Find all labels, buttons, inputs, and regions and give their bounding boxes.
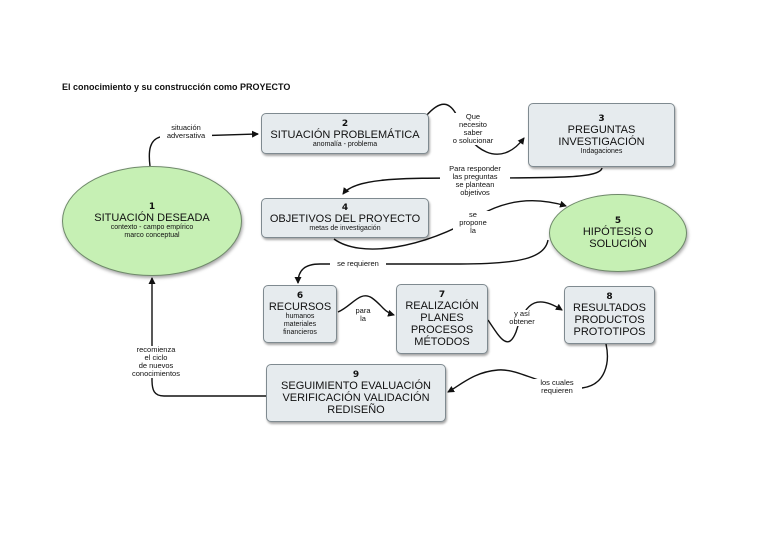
node-9-seguimiento-evaluacion[interactable]: 9 SEGUIMIENTO EVALUACIÓN VERIFICACIÓN VA… [266,364,446,422]
node-title: PRODUCTOS [574,314,645,326]
link-label-se-requieren: se requieren [330,260,386,268]
node-number: 1 [148,202,156,212]
node-number: 6 [296,291,304,301]
node-title: PROCESOS [410,324,474,336]
node-title: SOLUCIÓN [589,238,647,250]
node-5-hipotesis-o-solucion[interactable]: 5 HIPÓTESIS O SOLUCIÓN [549,194,687,272]
node-title: SITUACIÓN PROBLEMÁTICA [270,128,420,141]
node-subtitle: Indagaciones [580,148,623,155]
node-3-preguntas-investigacion[interactable]: 3 PREGUNTAS INVESTIGACIÓN Indagaciones [528,103,675,167]
link-9-1 [148,277,266,397]
page-title: El conocimiento y su construcción como P… [62,82,291,92]
node-number: 9 [352,370,360,380]
node-number: 3 [598,114,605,124]
node-subtitle: marco conceptual [124,232,180,239]
node-title: REALIZACIÓN [405,300,479,312]
node-title: VERIFICACIÓN VALIDACIÓN [282,392,430,404]
node-title: RECURSOS [268,301,332,313]
node-7-realizacion[interactable]: 7 REALIZACIÓN PLANES PROCESOS MÉTODOS [396,284,488,354]
node-1-situacion-deseada[interactable]: 1 SITUACIÓN DESEADA contexto - campo emp… [62,166,242,276]
node-title: SITUACIÓN DESEADA [94,212,210,224]
node-6-recursos[interactable]: 6 RECURSOS humanos materiales financiero… [263,285,337,343]
node-subtitle: anomalía - problema [312,140,378,148]
node-subtitle: materiales [283,321,317,328]
node-title: PROTOTIPOS [573,326,646,338]
node-4-objetivos-del-proyecto[interactable]: 4 OBJETIVOS DEL PROYECTO metas de invest… [261,198,429,238]
node-subtitle: financieros [283,329,317,336]
link-5-6 [294,239,549,284]
link-7-8 [487,301,563,343]
node-title: OBJETIVOS DEL PROYECTO [269,213,421,225]
node-number: 2 [341,118,349,129]
node-subtitle: metas de investigación [309,225,381,232]
node-2-situacion-problematica[interactable]: 2 SITUACIÓN PROBLEMÁTICA anomalía - prob… [261,113,429,154]
node-title: SEGUIMIENTO EVALUACIÓN [281,380,431,392]
node-8-resultados[interactable]: 8 RESULTADOS PRODUCTOS PROTOTIPOS [564,286,655,344]
node-number: 7 [438,290,446,300]
link-1-2 [148,130,259,167]
node-number: 8 [606,292,613,302]
node-title: PLANES [420,312,464,324]
node-subtitle: contexto - campo empírico [110,224,194,231]
link-6-7 [337,295,395,317]
node-title: PREGUNTAS [567,124,636,136]
node-title: HIPÓTESIS O [582,226,654,238]
node-title: RESULTADOS [573,302,646,314]
node-number: 4 [341,203,349,213]
node-title: REDISEÑO [327,404,385,416]
node-title: INVESTIGACIÓN [558,136,645,148]
node-number: 5 [614,216,622,226]
node-title: MÉTODOS [414,336,470,348]
node-subtitle: humanos [285,313,315,320]
